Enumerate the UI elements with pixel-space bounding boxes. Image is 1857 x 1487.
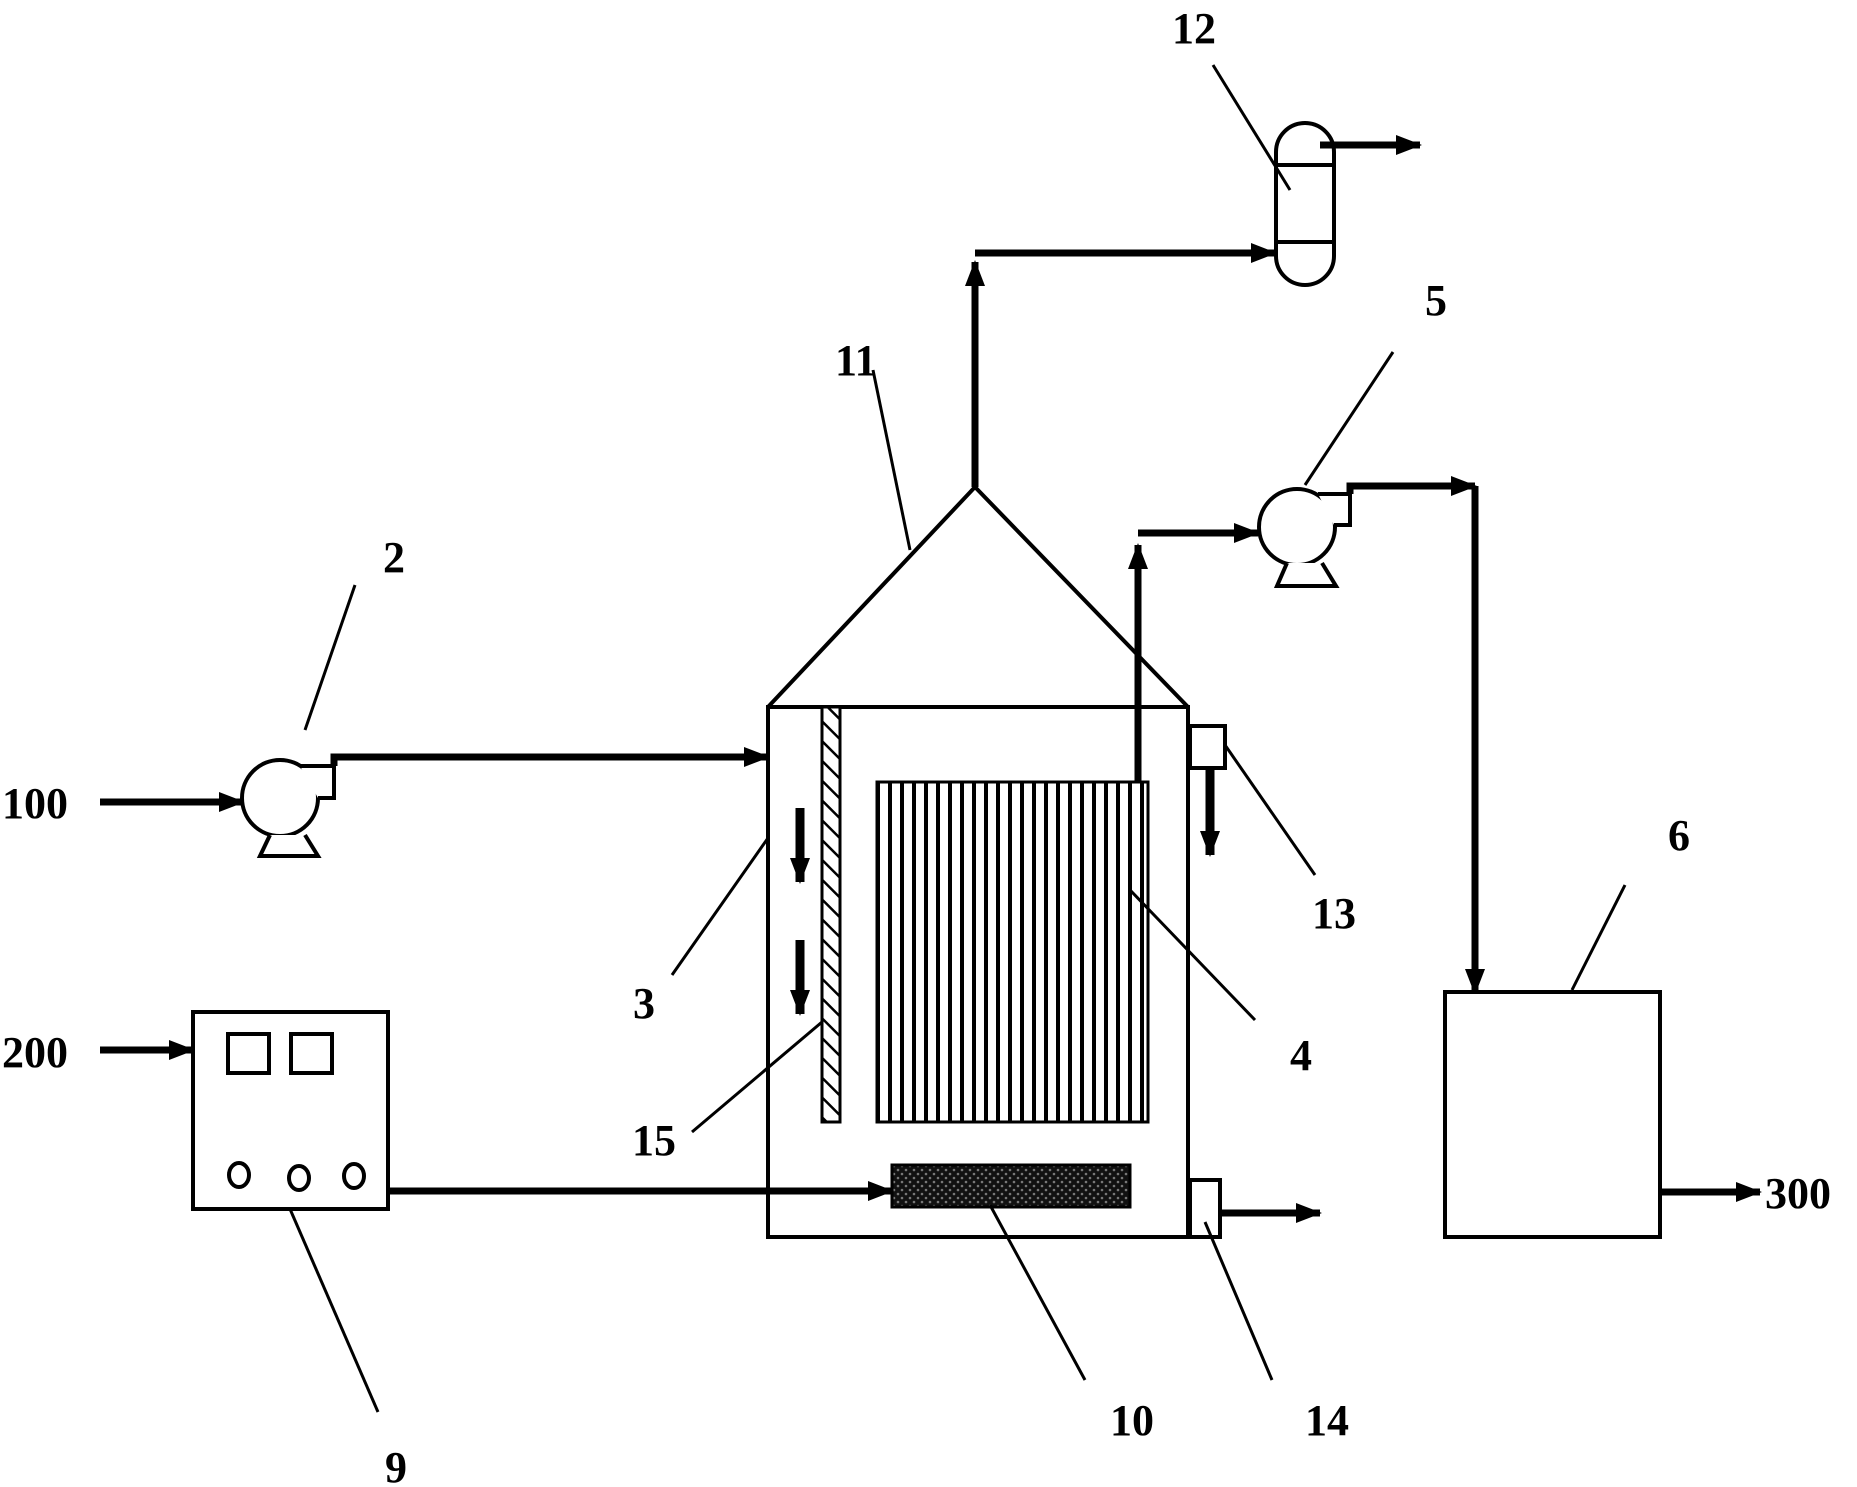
knob-middle (287, 1164, 311, 1192)
drain-outlet (1188, 1178, 1222, 1239)
label-3: 3 (633, 979, 655, 1028)
knob-left (227, 1161, 251, 1189)
display-window-right (289, 1032, 334, 1075)
label-100: 100 (2, 779, 68, 828)
label-2: 2 (383, 533, 405, 582)
label-9: 9 (385, 1443, 407, 1487)
label-12: 12 (1172, 4, 1216, 53)
product-line-horizontal (1346, 476, 1477, 496)
inlet-line (330, 747, 770, 767)
knob-right (342, 1162, 366, 1190)
label-4: 4 (1290, 1031, 1312, 1080)
baffle (820, 705, 842, 1124)
membrane-module (875, 780, 1150, 1124)
hood (766, 484, 1190, 709)
suction-pump (1257, 487, 1352, 588)
label-5: 5 (1425, 276, 1447, 325)
label-10: 10 (1110, 1396, 1154, 1445)
product-tank (1443, 990, 1662, 1239)
label-13: 13 (1312, 889, 1356, 938)
label-11: 11 (835, 336, 877, 385)
overflow-outlet (1188, 724, 1227, 770)
label-15: 15 (632, 1116, 676, 1165)
leader-lines (288, 64, 1627, 1413)
label-6: 6 (1668, 811, 1690, 860)
label-300: 300 (1765, 1169, 1831, 1218)
electrode (890, 1163, 1132, 1209)
power-supply (191, 1010, 390, 1211)
inlet-pump (240, 758, 336, 858)
label-14: 14 (1305, 1396, 1349, 1445)
display-window-left (226, 1032, 271, 1075)
gas-collector (1274, 121, 1336, 287)
label-200: 200 (2, 1028, 68, 1077)
